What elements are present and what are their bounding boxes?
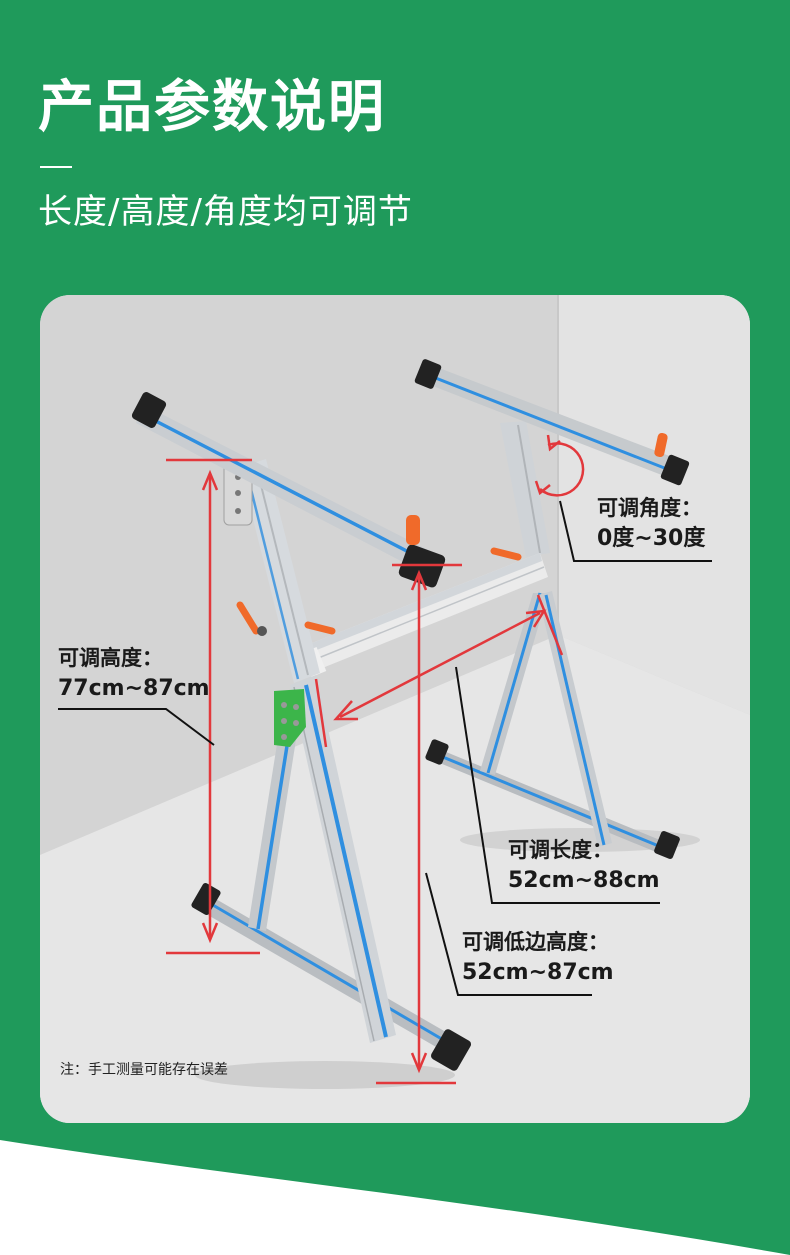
back-base-rail: [425, 739, 680, 859]
title-divider: [40, 166, 72, 168]
angle-callout: 可调角度： 0度~30度: [597, 493, 705, 555]
length-value: 52cm~88cm: [508, 868, 660, 894]
page-subtitle: 长度/高度/角度均可调节: [38, 192, 413, 232]
front-legs: [248, 675, 396, 1043]
low-height-label: 可调低边高度：: [462, 930, 609, 954]
dimension-lines: [166, 434, 585, 1085]
height-value: 77cm~87cm: [58, 676, 210, 702]
low-height-value: 52cm~87cm: [462, 960, 614, 986]
length-label: 可调长度：: [508, 838, 613, 862]
product-diagram-card: 可调角度： 0度~30度 可调高度： 77cm~87cm 可调长度： 52cm~…: [40, 295, 750, 1123]
back-post: [500, 421, 550, 557]
measurement-note: 注：手工测量可能存在误差: [60, 1062, 228, 1078]
product-illustration: [40, 295, 750, 1123]
back-top-bar: [414, 359, 690, 486]
length-callout: 可调长度： 52cm~88cm: [508, 835, 660, 897]
front-post: [240, 459, 320, 683]
angle-value: 0度~30度: [597, 526, 706, 552]
orange-levers: [236, 547, 522, 636]
height-label: 可调高度：: [58, 646, 163, 670]
green-joint-plate: [274, 689, 306, 747]
low-height-callout: 可调低边高度： 52cm~87cm: [462, 927, 614, 989]
page-title: 产品参数说明: [38, 75, 386, 140]
height-callout: 可调高度： 77cm~87cm: [58, 643, 210, 705]
front-base-rail: [191, 882, 472, 1071]
leader-lines: [58, 500, 712, 996]
angle-label: 可调角度：: [597, 496, 702, 520]
